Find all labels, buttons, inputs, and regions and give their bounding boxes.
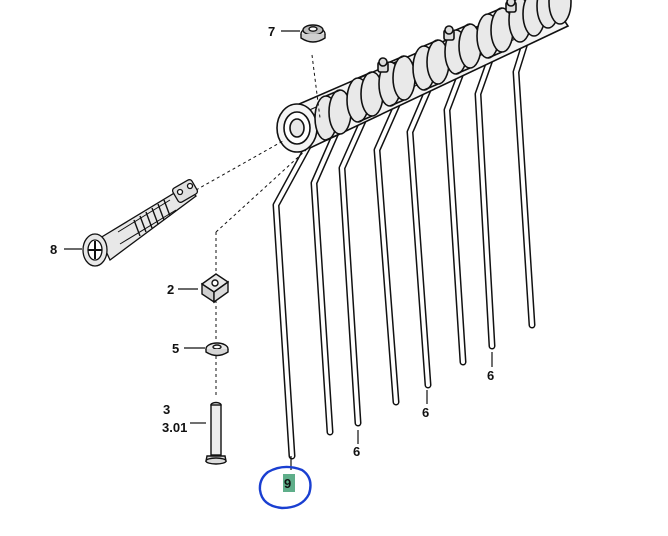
tine-clamp xyxy=(444,23,482,75)
tine-shaft xyxy=(276,0,572,153)
callout-7: 7 xyxy=(268,24,275,39)
tine xyxy=(373,76,412,406)
tine xyxy=(443,40,476,366)
tine-clamp xyxy=(346,71,384,123)
callout-5: 5 xyxy=(172,341,179,356)
callout-3-01: 3.01 xyxy=(162,420,187,435)
callout-2: 2 xyxy=(167,282,174,297)
tine xyxy=(338,90,379,427)
tine xyxy=(272,124,322,460)
part-3-bolt xyxy=(205,401,227,465)
clamp-bolt xyxy=(377,57,389,73)
part-7-nut xyxy=(300,24,326,43)
assembly-line xyxy=(311,54,321,119)
tine-clamp xyxy=(378,55,416,107)
callout-8: 8 xyxy=(50,242,57,257)
part-5-washer xyxy=(205,342,229,357)
highlight-annotation: 9 xyxy=(258,465,312,510)
callout-6: 6 xyxy=(353,444,360,459)
assembly-lines xyxy=(195,54,321,398)
highlight-circle xyxy=(258,465,312,510)
tine-clamp xyxy=(536,0,572,29)
callout-9: 9 xyxy=(284,476,291,491)
callout-3: 3 xyxy=(163,402,170,417)
highlight-marker xyxy=(283,474,295,492)
tine xyxy=(406,58,444,389)
tine xyxy=(310,106,350,436)
part-2-clip xyxy=(200,273,230,304)
callout-6: 6 xyxy=(422,405,429,420)
clamp-bolt xyxy=(443,25,455,41)
tine-clamp xyxy=(508,0,546,43)
assembly-line xyxy=(195,140,284,191)
callout-6: 6 xyxy=(487,368,494,383)
tine xyxy=(512,4,540,329)
assembly-line xyxy=(215,149,307,233)
tine-clamp xyxy=(314,89,352,141)
part-8-spring-shaft xyxy=(82,179,199,267)
clamp-bolt xyxy=(505,0,517,13)
tine xyxy=(474,22,506,350)
tine-clamp xyxy=(412,39,450,91)
tine-clamp xyxy=(476,7,514,59)
